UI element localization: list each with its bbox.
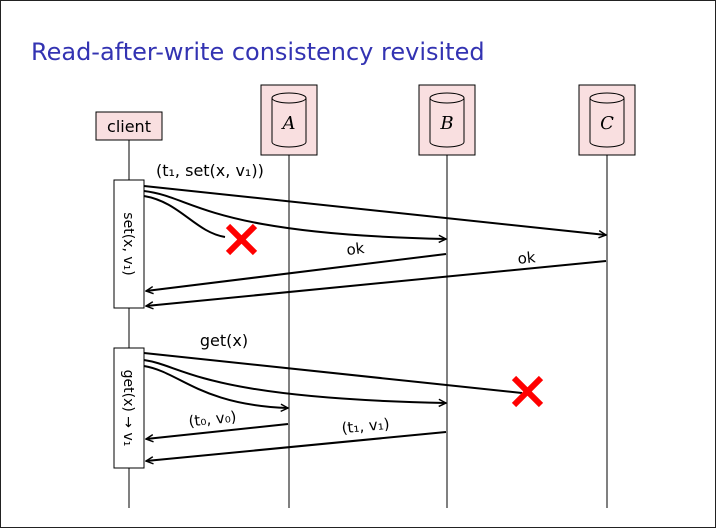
set-messages [143, 185, 607, 306]
get-to-b-arrow [143, 359, 446, 403]
client-box [95, 111, 163, 141]
client-label: client [107, 117, 151, 136]
set-activation: set(x, v₁) [113, 179, 145, 309]
replica-c-label: C [600, 113, 614, 134]
cylinder-icon [589, 92, 625, 104]
client-node: client [95, 111, 163, 141]
get-activation-box [113, 347, 145, 469]
ok-c-label: ok [517, 248, 537, 268]
replica-b-box [418, 84, 476, 156]
lifelines [128, 140, 608, 508]
red-x-icon [225, 223, 258, 256]
response-a-label: (t₀, v₀) [188, 408, 238, 431]
slide-title: Read-after-write consistency revisited [31, 38, 485, 66]
replica-a-label: A [281, 113, 296, 134]
cylinder-icon [271, 92, 307, 104]
get-activation: get(x) → v₁ [113, 347, 145, 469]
get-to-c-lost-arrow [143, 352, 523, 394]
set-activation-label: set(x, v₁) [120, 212, 136, 275]
get-to-a-arrow [143, 365, 288, 408]
cylinder-icon [429, 92, 465, 104]
cylinder-icon [589, 98, 625, 148]
replica-c-node: C [578, 84, 636, 156]
response-b-label: (t₁, v₁) [341, 415, 391, 438]
cylinder-icon [271, 98, 307, 148]
replica-c-box [578, 84, 636, 156]
get-messages [143, 352, 523, 461]
red-x-icon [511, 375, 544, 408]
ok-b-label: ok [345, 239, 365, 259]
set-to-c-arrow [143, 185, 606, 235]
replica-a-node: A [260, 84, 318, 156]
cylinder-icon [429, 98, 465, 148]
set-to-b-arrow [143, 190, 446, 239]
set-activation-box [113, 179, 145, 309]
response-from-b-arrow [146, 431, 447, 461]
ok-from-c-arrow [146, 260, 607, 306]
replica-b-label: B [439, 113, 453, 134]
get-activation-label: get(x) → v₁ [120, 370, 136, 447]
set-request-label: (t₁, set(x, v₁)) [156, 161, 264, 180]
ok-from-b-arrow [146, 253, 447, 291]
get-request-label: get(x) [200, 331, 248, 350]
response-from-a-arrow [146, 423, 289, 439]
replica-a-box [260, 84, 318, 156]
replica-b-node: B [418, 84, 476, 156]
set-to-a-lost-arrow [143, 195, 226, 238]
